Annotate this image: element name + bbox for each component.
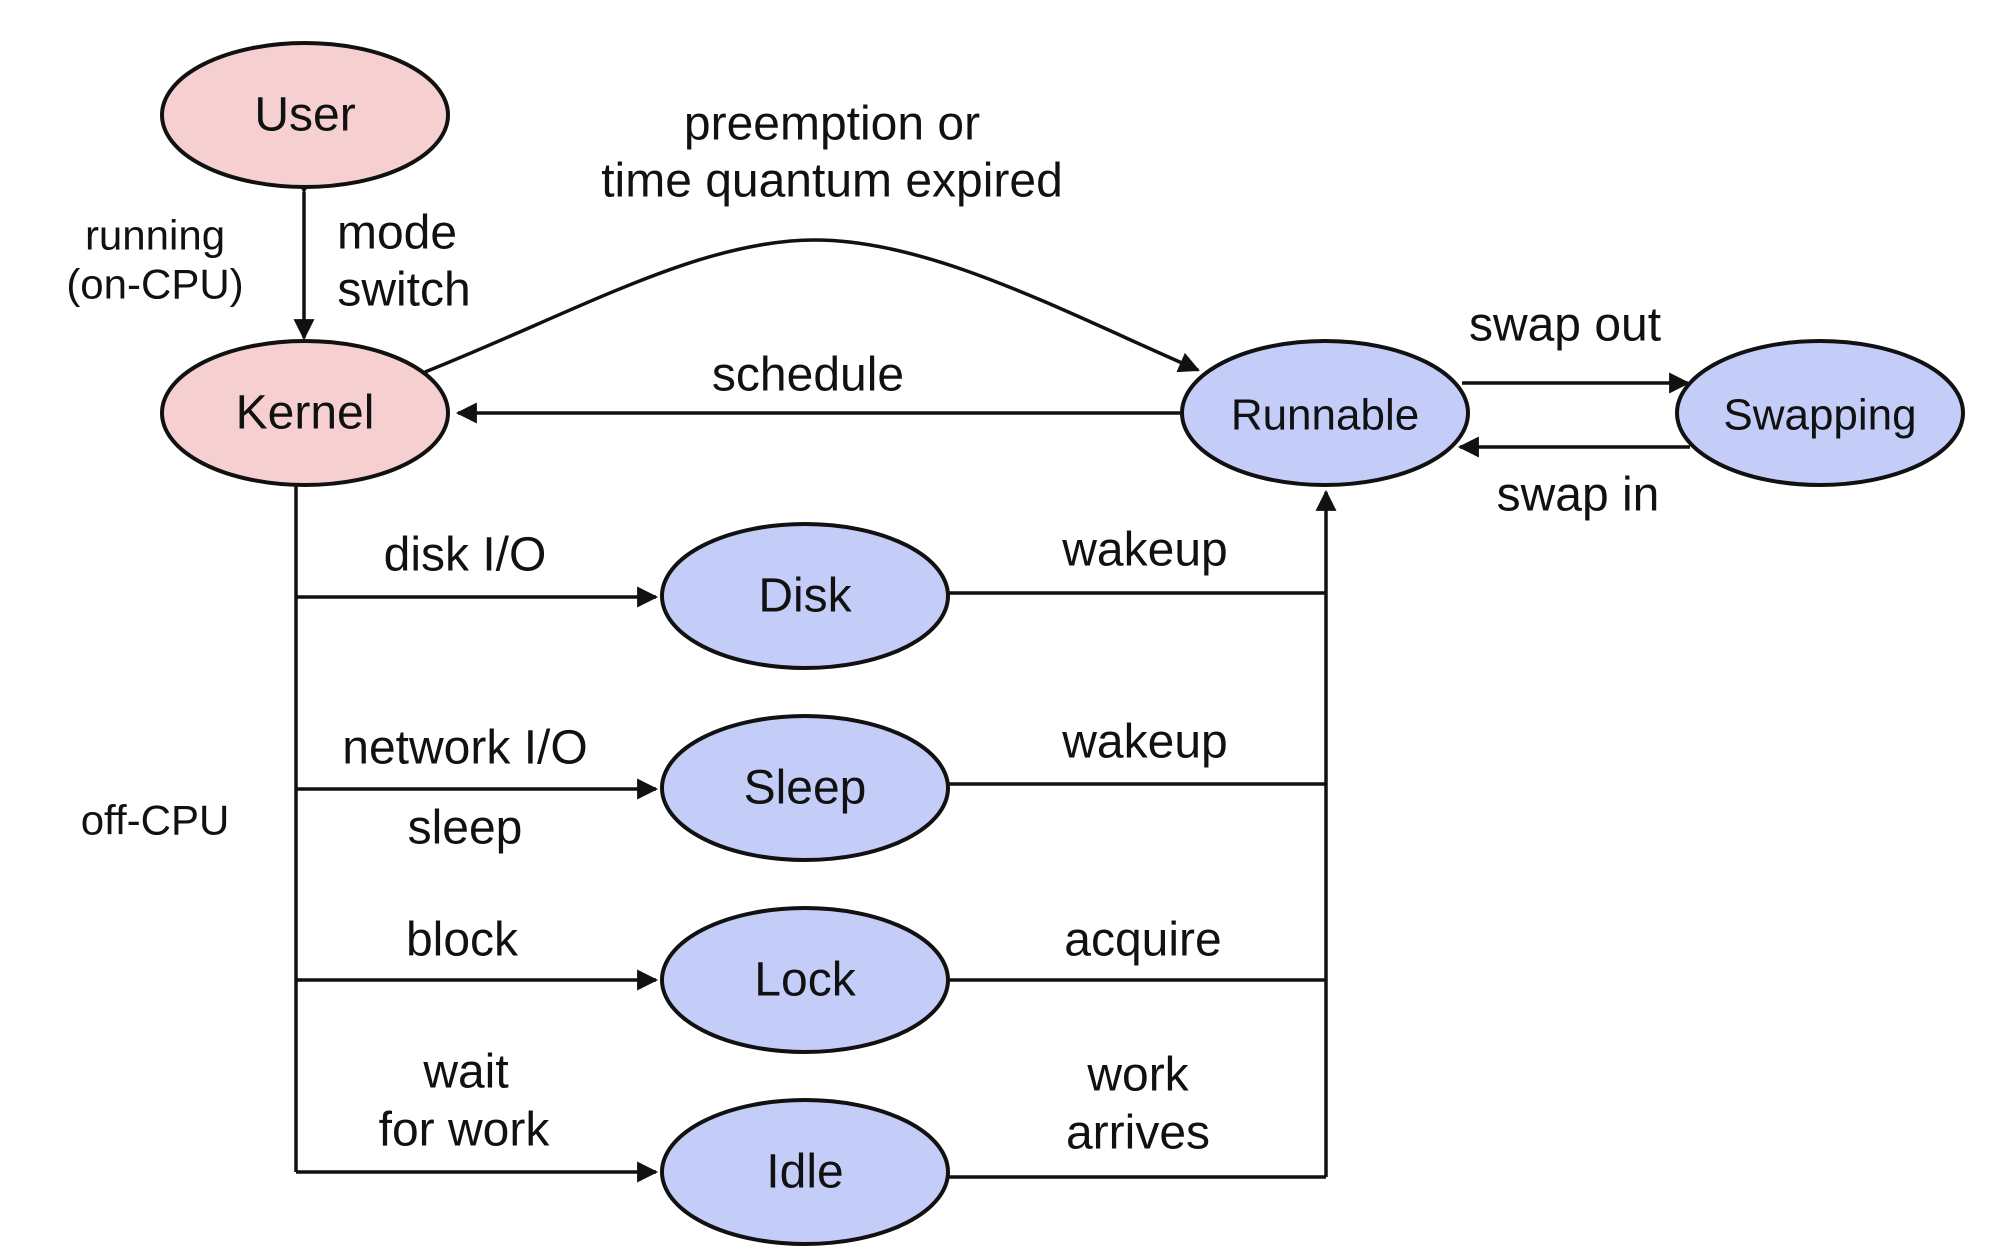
block-label: block	[406, 914, 519, 967]
schedule-label: schedule	[712, 349, 904, 402]
wait-label-line2: for work	[379, 1104, 551, 1157]
sleep-state-label: Sleep	[744, 762, 867, 815]
kernel-state-label: Kernel	[236, 387, 375, 440]
running-label-line2: (on-CPU)	[66, 261, 243, 308]
swap-out-label: swap out	[1469, 299, 1661, 352]
swap-in-label: swap in	[1497, 469, 1660, 522]
user-state: User	[160, 41, 450, 189]
runnable-state: Runnable	[1180, 339, 1470, 487]
mode-switch-label-line2: switch	[337, 264, 470, 317]
kernel-state-shape	[160, 339, 450, 487]
off-cpu-label: off-CPU	[81, 797, 230, 844]
runnable-state-shape	[1180, 339, 1470, 487]
network-io-label: network I/O	[342, 722, 587, 775]
disk-io-label: disk I/O	[384, 529, 547, 582]
wait-label-line1: wait	[422, 1046, 508, 1099]
runnable-state-label: Runnable	[1231, 391, 1419, 440]
preemption-label-line2: time quantum expired	[601, 155, 1063, 208]
sleep-state: Sleep	[660, 714, 950, 862]
work-arrives-label-line2: arrives	[1066, 1107, 1210, 1160]
sleep-wakeup-label: wakeup	[1061, 716, 1227, 769]
user-state-label: User	[254, 89, 355, 142]
sleep-label: sleep	[408, 802, 523, 855]
lock-state: Lock	[660, 906, 950, 1054]
swapping-state: Swapping	[1675, 339, 1965, 487]
kernel-state: Kernel	[160, 339, 450, 487]
idle-state-label: Idle	[766, 1146, 843, 1199]
swapping-state-label: Swapping	[1723, 391, 1916, 440]
idle-state-shape	[660, 1098, 950, 1246]
disk-wakeup-label: wakeup	[1061, 524, 1227, 577]
disk-state-label: Disk	[758, 570, 852, 623]
sleep-state-shape	[660, 714, 950, 862]
swapping-state-shape	[1675, 339, 1965, 487]
acquire-label: acquire	[1064, 914, 1221, 967]
work-arrives-label-line1: work	[1086, 1049, 1189, 1102]
user-state-shape	[160, 41, 450, 189]
mode-switch-label-line1: mode	[337, 207, 457, 260]
preemption-label-line1: preemption or	[684, 98, 980, 151]
lock-state-label: Lock	[754, 954, 856, 1007]
disk-state: Disk	[660, 522, 950, 670]
preemption-arrow	[424, 238, 1200, 374]
idle-state: Idle	[660, 1098, 950, 1246]
running-label-line1: running	[85, 212, 225, 259]
lock-state-shape	[660, 906, 950, 1054]
disk-state-shape	[660, 522, 950, 670]
